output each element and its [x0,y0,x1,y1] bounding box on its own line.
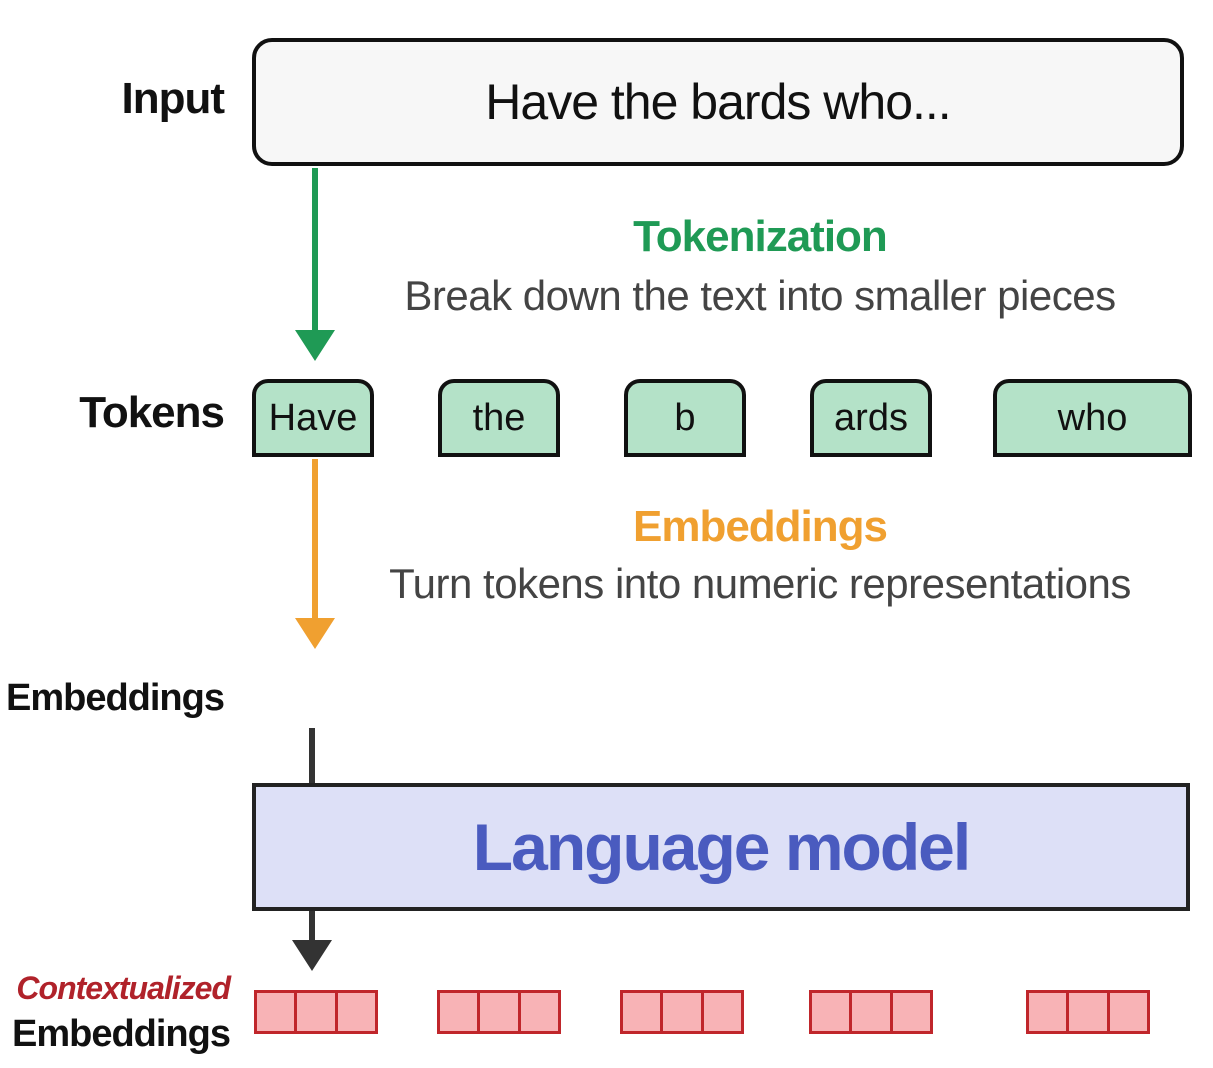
contextualized-embedding [809,990,933,1034]
embedding-cell [1069,993,1110,1031]
language-model-label: Language model [472,810,971,884]
input-box: Have the bards who... [252,38,1184,166]
tokenization-description: Break down the text into smaller pieces [404,272,1116,319]
tokenization-arrow [295,168,335,361]
input-label: Input [121,74,225,123]
embedding-cell [1029,993,1070,1031]
contextualized-embedding [437,990,561,1034]
embedding-cell [297,993,338,1031]
embedding-cell [812,993,853,1031]
contextualized-label: Contextualized [16,970,231,1006]
embedding-step-title: Embeddings [632,502,888,551]
token: ards [810,379,932,457]
token: Have [252,379,374,457]
embedding-arrow [295,459,335,649]
language-model-box: Language model [252,783,1190,911]
embedding-cell [852,993,893,1031]
embedding-cell [623,993,664,1031]
token: b [624,379,746,457]
embedding-cell [893,993,930,1031]
contextualized-embedding [254,990,378,1034]
model-output-arrow [292,911,332,971]
input-text: Have the bards who... [485,74,951,130]
embedding-cell [440,993,481,1031]
embedding-step-description: Turn tokens into numeric representations [389,560,1131,607]
contextualized-embedding [620,990,744,1034]
tokens-label: Tokens [79,388,225,437]
embedding-cell [480,993,521,1031]
embedding-cell [704,993,741,1031]
token: the [438,379,560,457]
contextualized-embedding [1026,990,1150,1034]
embeddings-label: Embeddings [5,677,225,719]
embedding-cell [521,993,558,1031]
contextualized-embeddings-label: Embeddings [11,1013,231,1055]
embedding-cell [257,993,298,1031]
embedding-cell [338,993,375,1031]
token: who [993,379,1192,457]
embedding-cell [663,993,704,1031]
embedding-cell [1110,993,1147,1031]
tokenization-title: Tokenization [633,212,888,261]
